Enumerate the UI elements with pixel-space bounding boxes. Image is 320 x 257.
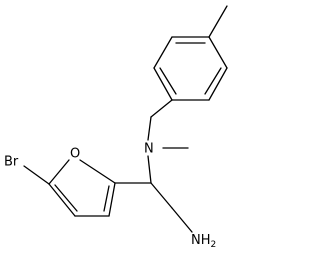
c-br-bond — [23, 165, 50, 185]
benzyl-bond — [147, 116, 152, 141]
bond-group — [23, 5, 228, 233]
furan-oxygen-label: O — [70, 147, 80, 162]
benzyl-bond — [150, 99, 173, 118]
primary-amine-subscript: 2 — [211, 240, 217, 250]
furan-bond — [108, 182, 116, 217]
ring-double-bond — [159, 67, 177, 95]
ch-ch2-bond — [150, 182, 173, 209]
furan-bond — [48, 159, 70, 185]
furan-bond — [48, 183, 76, 217]
ring-bond — [153, 36, 173, 69]
n-ch-bond — [147, 155, 152, 184]
atom-label-group: Br O N NH2 — [4, 142, 216, 250]
furan-bond — [79, 159, 116, 184]
primary-amine-label: NH2 — [191, 233, 216, 250]
ch2-nh2-bond — [171, 207, 193, 233]
molecule-structure: Br O N NH2 — [4, 5, 228, 250]
methyl-bond — [208, 5, 228, 38]
ring-bond — [208, 36, 228, 69]
bromine-label: Br — [4, 155, 19, 170]
ring-bond — [153, 67, 173, 101]
ring-double-bond — [204, 67, 222, 95]
amine-nitrogen-label: N — [144, 142, 154, 157]
ring-bond — [208, 67, 228, 101]
furan-double-bond — [54, 184, 78, 212]
primary-amine-main: NH — [191, 233, 211, 248]
furan-double-bond — [103, 185, 110, 212]
